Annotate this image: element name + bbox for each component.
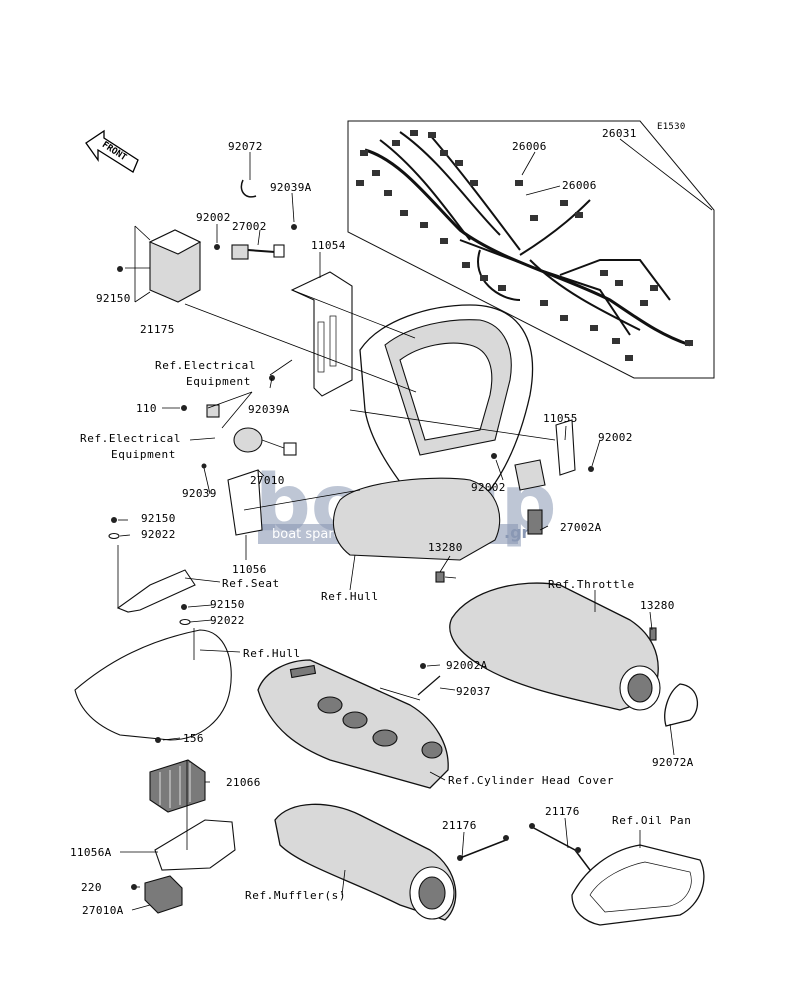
part-label-92022-a: 92022	[141, 528, 176, 541]
part-label-220: 220	[81, 881, 102, 894]
part-label-27010: 27010	[250, 474, 285, 487]
watermark-suffix: .gr	[504, 523, 530, 542]
reference-labels: Ref.Electrical Equipment Ref.Electrical …	[80, 359, 691, 902]
front-arrow-icon: FRONT	[85, 129, 139, 173]
part-label-21175: 21175	[140, 323, 175, 336]
part-label-11055: 11055	[543, 412, 578, 425]
relay-27010	[181, 404, 297, 536]
part-label-11054: 11054	[311, 239, 346, 252]
part-label-21176-b: 21176	[545, 805, 580, 818]
part-label-92002-top: 92002	[196, 211, 231, 224]
part-label-27010A: 27010A	[82, 904, 124, 917]
part-label-92037: 92037	[456, 685, 491, 698]
ref-electrical-1-line2: Equipment	[186, 375, 251, 388]
band-92072	[240, 179, 257, 198]
part-label-156: 156	[183, 732, 204, 745]
wire-harness-26031	[347, 120, 715, 379]
part-label-92039A-mid: 92039A	[248, 403, 290, 416]
part-label-27002: 27002	[232, 220, 267, 233]
ref-cylinder-head-cover: Ref.Cylinder Head Cover	[448, 774, 614, 787]
regulator-21066	[149, 737, 206, 813]
ref-seat: Ref.Seat	[222, 577, 280, 590]
ref-hull-1: Ref.Hull	[321, 590, 379, 603]
part-label-92039: 92039	[182, 487, 217, 500]
hull-left	[74, 629, 232, 741]
part-label-92150-top: 92150	[96, 292, 131, 305]
part-label-21066: 21066	[226, 776, 261, 789]
ref-hull-2: Ref.Hull	[243, 647, 301, 660]
ecu-21175	[117, 229, 202, 303]
throttle-body	[435, 571, 699, 727]
part-label-92002A: 92002A	[446, 659, 488, 672]
bracket-11056A	[154, 819, 236, 871]
oil-pan	[529, 823, 705, 926]
part-label-13280-b: 13280	[640, 599, 675, 612]
part-label-13280-a: 13280	[428, 541, 463, 554]
part-label-11056: 11056	[232, 563, 267, 576]
part-label-26006-b: 26006	[562, 179, 597, 192]
part-label-26031: 26031	[602, 127, 637, 140]
part-label-92150-b: 92150	[210, 598, 245, 611]
part-label-92002-right: 92002	[598, 431, 633, 444]
ref-electrical-2-line2: Equipment	[111, 448, 176, 461]
ref-electrical-2-line1: Ref.Electrical	[80, 432, 181, 445]
part-label-110: 110	[136, 402, 157, 415]
leader-lines	[117, 138, 713, 911]
part-label-26006-a: 26006	[512, 140, 547, 153]
cylinder-head-cover	[257, 659, 449, 789]
ref-throttle: Ref.Throttle	[548, 578, 635, 591]
part-label-27002A: 27002A	[560, 521, 602, 534]
ref-mufflers: Ref.Muffler(s)	[245, 889, 346, 902]
ref-oil-pan: Ref.Oil Pan	[612, 814, 691, 827]
part-label-92039A-top: 92039A	[270, 181, 312, 194]
part-label-92022-b: 92022	[210, 614, 245, 627]
hull-frame	[332, 304, 534, 561]
part-label-92072A: 92072A	[652, 756, 694, 769]
muffler	[274, 803, 509, 921]
part-label-92150-a: 92150	[141, 512, 176, 525]
part-labels: 92072 92039A 92002 27002 11054 92150 211…	[70, 127, 694, 917]
part-label-92072: 92072	[228, 140, 263, 153]
part-label-11056A: 11056A	[70, 846, 112, 859]
coupler-27002	[214, 244, 285, 260]
bracket-11054	[269, 224, 353, 397]
part-label-21176-a: 21176	[442, 819, 477, 832]
diagram-id: E1530	[657, 122, 686, 132]
bracket-11055	[491, 419, 594, 535]
part-label-92002-mid: 92002	[471, 481, 506, 494]
relay-27010A	[131, 875, 183, 914]
ref-electrical-1-line1: Ref.Electrical	[155, 359, 256, 372]
seat-bracket	[108, 517, 196, 626]
